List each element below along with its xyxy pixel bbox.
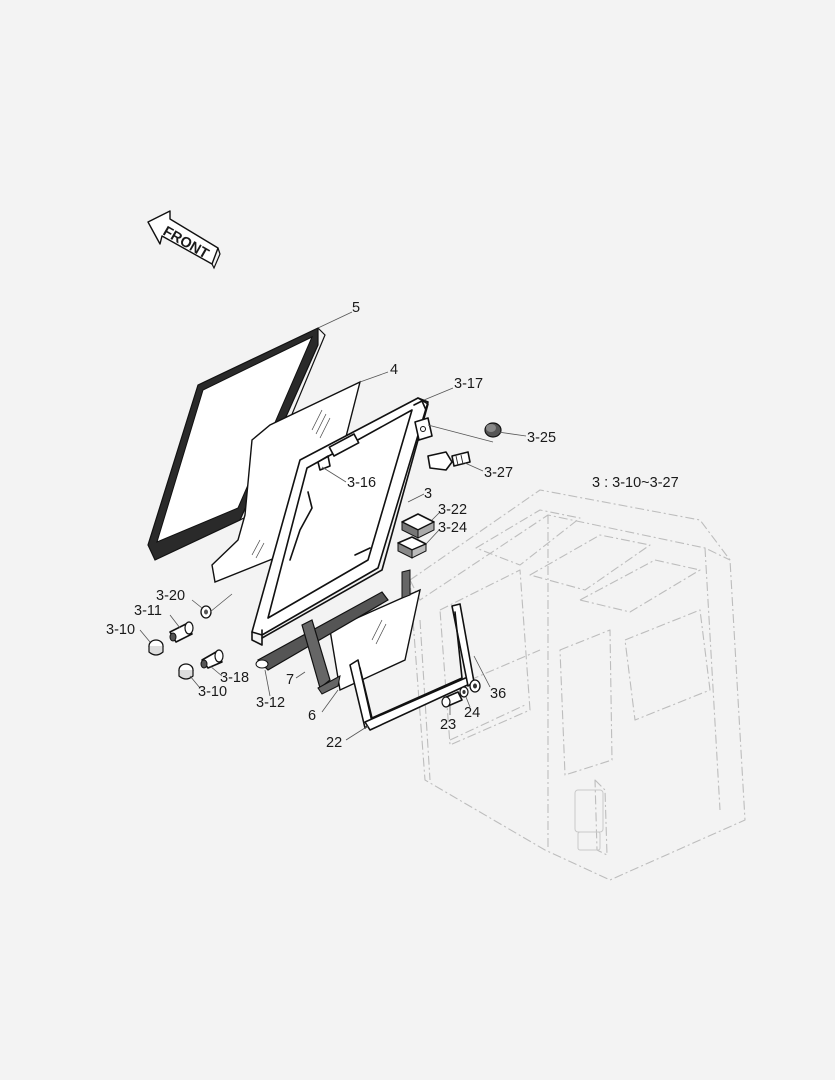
part-3-27-wing-bolt xyxy=(427,451,471,471)
callout-22: 22 xyxy=(326,735,342,751)
callout-3-10-upper: 3-10 xyxy=(106,622,135,638)
part-3-22-block xyxy=(401,513,435,539)
callout-3-27: 3-27 xyxy=(484,465,513,481)
callout-3-18: 3-18 xyxy=(220,670,249,686)
part-3-18-pin xyxy=(200,649,224,669)
callout-3-24: 3-24 xyxy=(438,520,467,536)
callout-3-11: 3-11 xyxy=(134,603,162,619)
callout-3-20: 3-20 xyxy=(156,588,185,604)
callout-3-12: 3-12 xyxy=(256,695,285,711)
part-3-11-pin xyxy=(169,621,194,643)
part-3-10-cap-a xyxy=(148,639,164,656)
part-24-washer xyxy=(459,686,469,698)
assembly-note: 3 : 3-10~3-27 xyxy=(592,475,679,491)
callout-23: 23 xyxy=(440,717,456,733)
leader-lines xyxy=(139,311,527,741)
callout-3-16: 3-16 xyxy=(347,475,376,491)
part-3-20-washer xyxy=(200,605,212,619)
callout-36: 36 xyxy=(490,686,506,702)
callout-3-25: 3-25 xyxy=(527,430,556,446)
callout-3-17: 3-17 xyxy=(454,376,483,392)
part-3-24-block xyxy=(397,536,427,559)
callout-5: 5 xyxy=(352,300,360,316)
part-3-25-knob xyxy=(484,422,502,438)
part-7-channel xyxy=(255,569,411,695)
part-3-17-bracket xyxy=(414,417,433,441)
callout-24: 24 xyxy=(464,705,480,721)
front-direction-arrow: FRONT xyxy=(147,210,221,270)
part-3-window-frame xyxy=(251,397,429,646)
callout-7: 7 xyxy=(286,672,294,688)
callout-4: 4 xyxy=(390,362,398,378)
part-22-channel xyxy=(349,603,475,731)
callout-labels: 5 4 3-17 3-25 3-16 3-27 3 3-22 3-24 3-20… xyxy=(106,300,679,751)
callout-6: 6 xyxy=(308,708,316,724)
part-3-10-cap-b xyxy=(178,663,194,680)
cab-body-outline xyxy=(409,489,746,881)
part-23-bolt xyxy=(441,691,463,708)
callout-3-22: 3-22 xyxy=(438,502,467,518)
callout-3: 3 xyxy=(424,486,432,502)
callout-3-10-lower: 3-10 xyxy=(198,684,227,700)
part-36-nut xyxy=(469,679,481,693)
